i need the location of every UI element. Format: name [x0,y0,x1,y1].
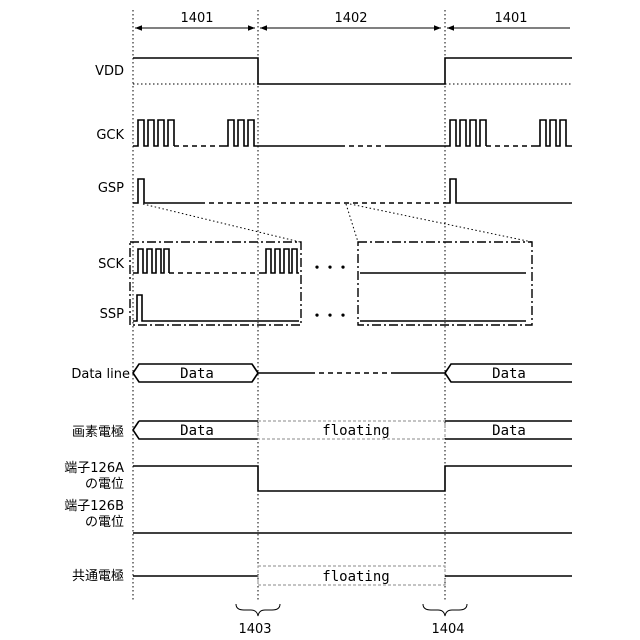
zoom-projection [143,204,532,242]
label-ssp: SSP [100,307,125,322]
signal-labels: VDD GCK GSP SCK SSP Data line 画素電極 端子126… [64,64,130,584]
pixel-electrode-value-2: Data [492,423,526,439]
period-1401b-label: 1401 [494,11,527,26]
transition-markers: 1403 1404 [236,604,467,637]
terminal-a-waveform [133,466,572,491]
label-terminal-b-line2: の電位 [85,515,124,530]
ellipsis-sck: ・・・ [310,261,349,276]
pixel-electrode-waveform: Data floating Data [133,421,572,439]
common-electrode-waveform: floating [133,566,572,585]
transition-1403-label: 1403 [238,622,271,637]
time-guides [133,10,445,600]
vdd-waveform [133,58,572,84]
label-pixel-electrode: 画素電極 [72,424,124,440]
label-gsp: GSP [98,181,124,196]
pixel-electrode-floating: floating [322,423,389,439]
gsp-waveform [133,179,572,203]
period-1401-label: 1401 [180,11,213,26]
label-terminal-a-line2: の電位 [85,477,124,492]
transition-1404-label: 1404 [431,622,464,637]
label-gck: GCK [96,128,124,143]
ellipsis-ssp: ・・・ [310,309,349,324]
label-vdd: VDD [95,64,124,79]
data-line-waveform: Data Data [133,364,572,382]
common-electrode-floating: floating [322,569,389,585]
label-terminal-a-line1: 端子126A [64,461,124,476]
brace-1404 [423,604,467,616]
data-line-value-1: Data [180,366,214,382]
label-common-electrode: 共通電極 [72,568,124,584]
pixel-electrode-value-1: Data [180,423,214,439]
data-line-value-2: Data [492,366,526,382]
gck-waveform [133,120,572,146]
period-1402-label: 1402 [334,11,367,26]
period-markers: 1401 1402 1401 [135,11,570,28]
label-terminal-b-line1: 端子126B [64,499,124,514]
label-sck: SCK [98,257,124,272]
brace-1403 [236,604,280,616]
label-data-line: Data line [71,367,130,382]
